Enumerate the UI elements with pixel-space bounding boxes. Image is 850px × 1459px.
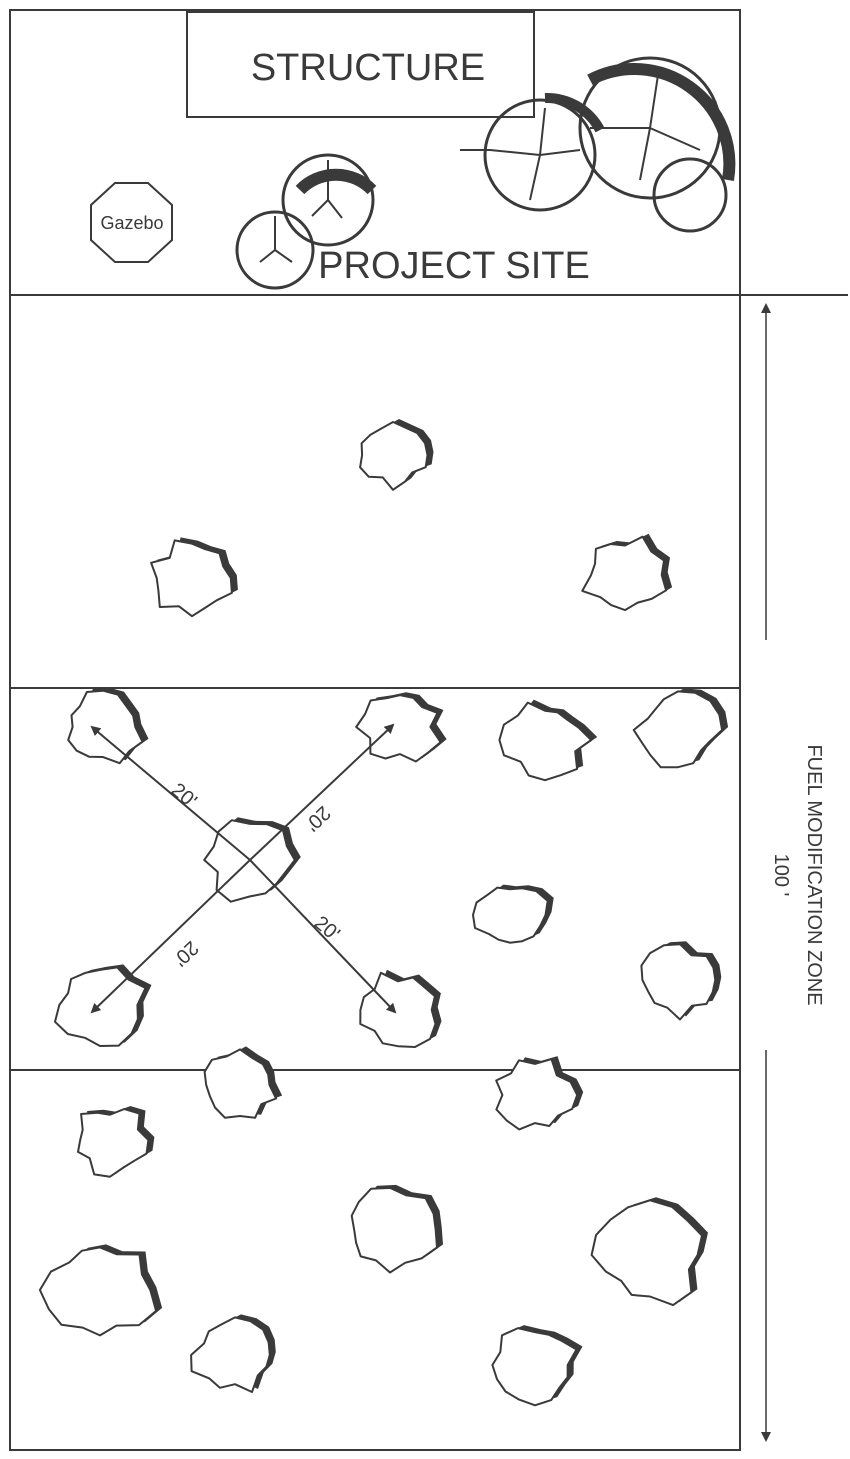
shrub-outline xyxy=(359,421,429,491)
shrub-outline xyxy=(350,1186,438,1274)
shrub-outline xyxy=(491,1327,578,1407)
shrub xyxy=(498,699,598,782)
shrub xyxy=(495,1056,584,1131)
shrub-outline xyxy=(495,1058,579,1131)
structure-label: STRUCTURE xyxy=(251,47,485,89)
shrub-outline xyxy=(203,1048,278,1119)
project-site-label: PROJECT SITE xyxy=(318,245,590,287)
zone-distance-label: 100 ' xyxy=(770,854,792,897)
shrub xyxy=(581,533,673,612)
shrub-group xyxy=(38,419,729,1407)
shrub-outline xyxy=(632,690,724,769)
shrub-outline xyxy=(590,1199,703,1307)
shrub xyxy=(491,1325,583,1407)
tree-canopy-left xyxy=(235,153,377,290)
site-frame xyxy=(9,9,741,1451)
shrub-outline xyxy=(38,1246,158,1337)
gazebo-outline xyxy=(90,182,173,263)
gazebo-label: Gazebo xyxy=(100,213,163,233)
spacing-arrow-se xyxy=(249,859,397,1014)
shrub-outline xyxy=(498,701,593,782)
shrub xyxy=(203,1046,283,1119)
shrub-outline xyxy=(581,535,668,612)
tree-canopy-right xyxy=(460,56,736,233)
shrub xyxy=(359,419,434,491)
shrub-outline xyxy=(77,1108,150,1178)
shrub xyxy=(54,964,152,1047)
spacing-arrow-ne xyxy=(249,723,395,861)
shrub xyxy=(355,692,447,763)
shrub-outline xyxy=(355,694,442,763)
shrub-outline xyxy=(190,1316,271,1393)
shrub xyxy=(150,537,238,618)
zone-label: FUEL MODIFICATION ZONE xyxy=(803,744,825,1005)
shrub xyxy=(632,688,729,769)
spacing-arrow-sw xyxy=(90,859,251,1014)
shrub xyxy=(190,1314,276,1393)
shrub xyxy=(38,1244,163,1337)
structure-box xyxy=(186,11,535,118)
shrub xyxy=(67,687,149,765)
shrub xyxy=(590,1197,708,1307)
spacing-label-nw: 20' xyxy=(167,779,201,813)
shrub-outline xyxy=(640,943,717,1021)
shrub-outline xyxy=(67,689,144,765)
spacing-arrows xyxy=(90,723,397,1014)
spacing-label-sw: 20' xyxy=(169,936,203,970)
shrub xyxy=(640,941,722,1021)
shrub xyxy=(77,1106,155,1178)
shrub-outline xyxy=(472,886,549,944)
shrub xyxy=(350,1184,443,1274)
spacing-label-se: 20' xyxy=(310,912,344,946)
shrub xyxy=(359,969,442,1048)
spacing-arrow-nw xyxy=(90,725,251,861)
shrub-outline xyxy=(150,539,233,618)
shrub xyxy=(472,884,554,944)
shrub-outline xyxy=(359,971,437,1048)
